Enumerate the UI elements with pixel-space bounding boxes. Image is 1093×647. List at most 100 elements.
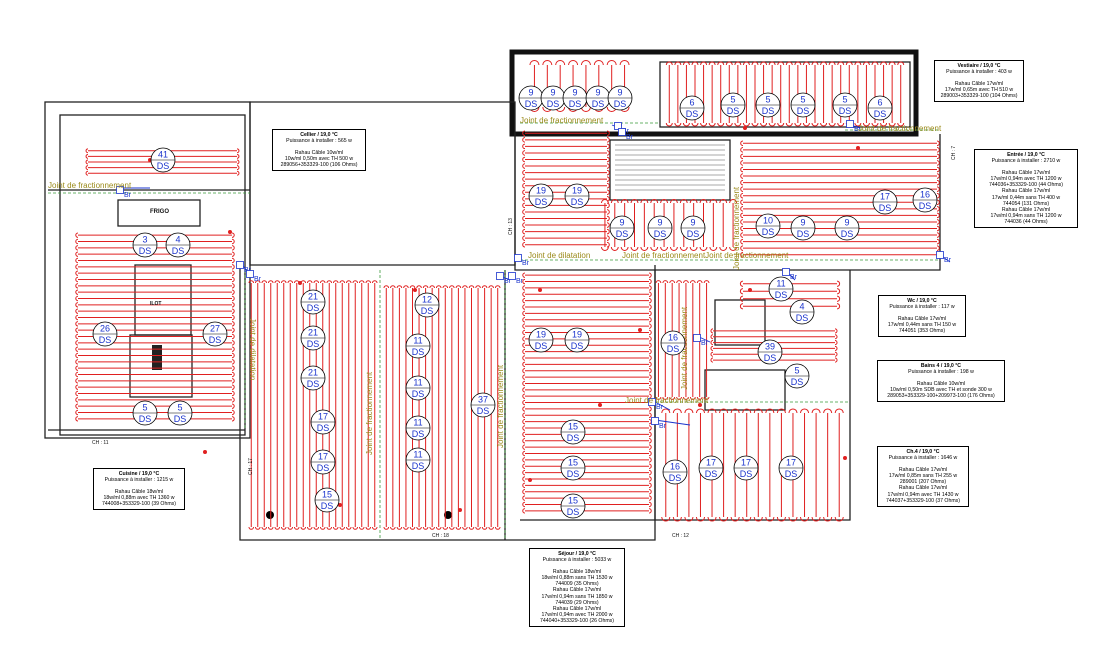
ds-circle-number: 19 — [572, 186, 582, 196]
ds-circle-number: 3 — [142, 235, 147, 245]
ds-circle: 9DS — [834, 215, 860, 241]
zone-line: 17w/ml 0,85m sans TH 255 w — [888, 473, 958, 480]
ds-circle-label: DS — [412, 461, 425, 471]
joint-label-bains: Joint de fractionnement — [625, 396, 709, 405]
ds-circle-number: 15 — [568, 496, 578, 506]
zone-line: 744039 (29 Ohms) — [555, 599, 599, 606]
cable-end-dot — [598, 403, 602, 407]
joint-label-vertical-2: Joint de fractionnement — [365, 371, 374, 455]
ds-circle-number: 5 — [142, 403, 147, 413]
ds-circle: 5DS — [167, 400, 193, 426]
zone-line: Bains 4 / 19,0 °C — [920, 363, 962, 369]
zone-line: Ch.4 / 19,0 °C — [906, 449, 940, 455]
ds-circle: 9DS — [562, 85, 588, 111]
ds-circle-number: 27 — [210, 324, 220, 334]
zone-line: Rahau Câble 10w/ml — [294, 150, 344, 157]
thermostat-box-icon — [651, 417, 659, 425]
ds-circle-number: 21 — [308, 328, 318, 338]
zone-line: Puissance à installer : 1215 w — [104, 477, 174, 484]
ds-circle-label: DS — [791, 377, 804, 387]
ds-circle: 4DS — [165, 232, 191, 258]
ds-circle-number: 41 — [158, 150, 168, 160]
zone-line: 17w/ml 0,65m avec TH 510 w — [944, 87, 1014, 94]
zone-line: 17w/ml 0,94m sans TH 1200 w — [990, 212, 1062, 219]
ds-circle-label: DS — [667, 344, 680, 354]
walls — [44, 49, 941, 541]
ds-circle-number: 5 — [794, 366, 799, 376]
thermostat-box-icon — [236, 261, 244, 269]
ds-circle-number: 5 — [765, 95, 770, 105]
ds-circle: 9DS — [790, 215, 816, 241]
br-label: Br — [124, 192, 132, 199]
ds-circle-label: DS — [317, 423, 330, 433]
ds-circle-number: 16 — [920, 190, 930, 200]
ds-circle-number: 16 — [670, 462, 680, 472]
joint-label-cuisine: Joint de fractionnement — [48, 181, 132, 190]
ds-circle-label: DS — [740, 469, 753, 479]
ds-circle-label: DS — [839, 106, 852, 116]
zone-line: Puissance à installer : 403 w — [946, 69, 1012, 76]
br-label: Br — [701, 340, 709, 347]
ds-circle-number: 11 — [413, 450, 422, 460]
ds-circle-label: DS — [567, 433, 580, 443]
zone-line: 744036+353329-100 (44 Ohms) — [989, 182, 1063, 189]
ds-circle-label: DS — [616, 229, 629, 239]
heating-coils — [75, 60, 940, 530]
ds-circle-number: 9 — [528, 88, 533, 98]
br-label: Br — [626, 134, 634, 141]
br-label: Br — [656, 404, 664, 411]
ds-circle-number: 12 — [422, 295, 432, 305]
br-label: Br — [254, 276, 262, 283]
ds-circle-label: DS — [592, 99, 605, 109]
ds-circle-label: DS — [477, 406, 490, 416]
ds-circle-label: DS — [421, 306, 434, 316]
thermostat-box-icon — [116, 186, 124, 194]
ds-circle-number: 26 — [100, 324, 110, 334]
zone-line: 17w/ml 0,44m sans TH 150 w — [887, 322, 957, 329]
frigo-label: FRIGO — [150, 209, 169, 215]
ch11-label: CH : 11 — [92, 440, 109, 446]
ds-circle-label: DS — [535, 197, 548, 207]
ds-circle-number: 4 — [799, 302, 804, 312]
ds-circle-number: 5 — [800, 95, 805, 105]
zone-line: Vestiaire / 19,0 °C — [957, 63, 1001, 69]
cable-end-dot — [538, 288, 542, 292]
zone-line: 10w/ml 0,50m avec TH 500 w — [284, 156, 354, 163]
br-label: Br — [944, 257, 952, 264]
ds-markers: 41DS3DS4DS26DS27DS5DS5DS21DS21DS21DS17DS… — [92, 85, 938, 519]
cable-end-dot — [743, 126, 747, 130]
cable-end-dot — [528, 478, 532, 482]
joint-label-combo: Joint de fractionnementJoint de fraction… — [622, 251, 789, 260]
zone-line: Entrée / 19,0 °C — [1007, 152, 1045, 158]
zone-line: Séjour / 19,0 °C — [558, 551, 596, 557]
ds-circle: 5DS — [832, 92, 858, 118]
ds-circle-label: DS — [317, 463, 330, 473]
zone-line: Puissance à installer : 5033 w — [542, 557, 612, 564]
zone-line: Rahau Câble 17w/ml — [552, 605, 602, 612]
ds-circle-number: 15 — [568, 458, 578, 468]
ds-circle-number: 5 — [730, 95, 735, 105]
zone-line: Rahau Câble 17w/ml — [898, 485, 948, 492]
ds-circle-label: DS — [99, 335, 112, 345]
thermostat-box-icon — [648, 398, 656, 406]
cable-connections: BrBrBrBrBrBrBrBrBrBrBrBrBrBr — [116, 120, 952, 430]
ds-circle-number: 39 — [765, 342, 775, 352]
ds-circle-number: 17 — [706, 458, 716, 468]
zone-line: Rahau Câble 18w/ml — [114, 489, 164, 496]
ds-circle-number: 16 — [668, 333, 678, 343]
zone-line: Rahau Câble 17w/ml — [552, 587, 602, 594]
ds-circle-label: DS — [705, 469, 718, 479]
ds-circle-number: 9 — [619, 218, 624, 228]
